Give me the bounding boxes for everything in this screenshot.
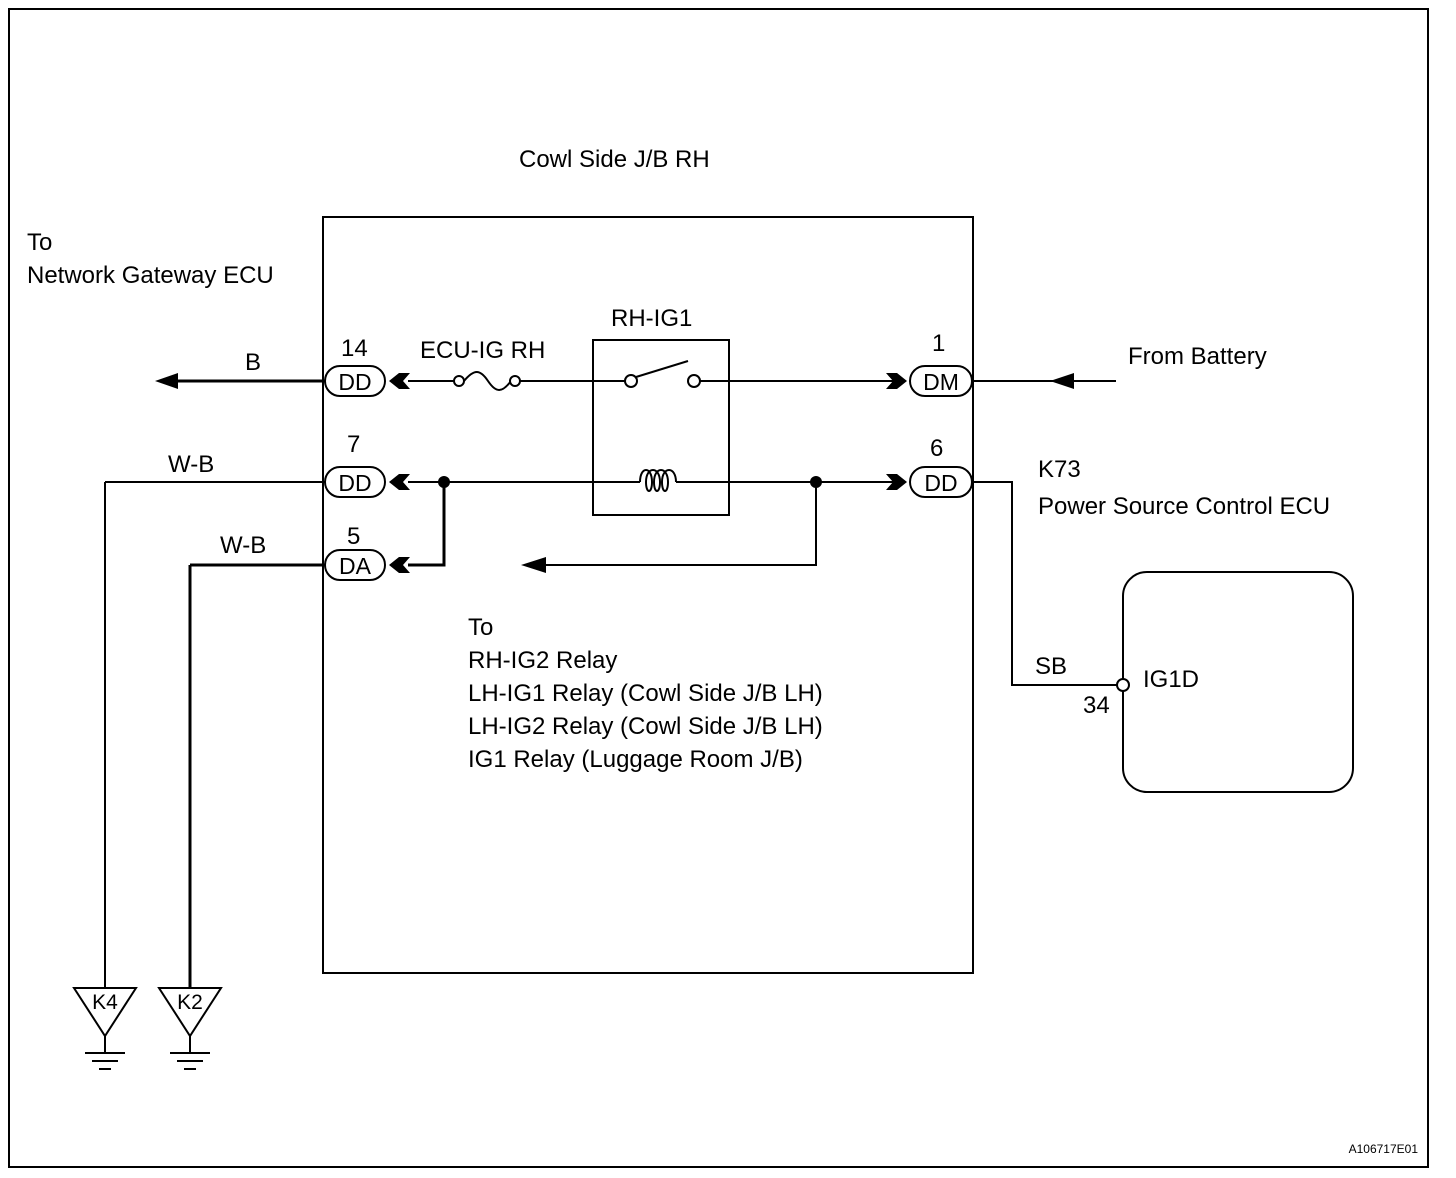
battery-label: From Battery [1128, 343, 1267, 370]
ground-triangle-icon [157, 987, 223, 1038]
relay-contact-left [624, 374, 638, 388]
connector-code-1: DM [923, 369, 959, 395]
relay-target-item: LH-IG1 Relay (Cowl Side J/B LH) [468, 680, 823, 707]
junction-box-title: Cowl Side J/B RH [519, 146, 710, 173]
connector-code-5: DA [339, 553, 372, 579]
ecu-id: K73 [1038, 456, 1081, 483]
pin-1: 1 [932, 330, 945, 357]
ground-label-k4: K4 [92, 991, 118, 1014]
relay-targets-to-label: To [468, 614, 493, 641]
network-gateway-label: Network Gateway ECU [27, 262, 274, 289]
ground-label-k2: K2 [177, 991, 203, 1014]
connector-terminal-icon [886, 373, 907, 389]
wire-relay-branch [546, 482, 817, 566]
connector-da-5 [324, 549, 386, 581]
connector-terminal-icon [886, 474, 907, 490]
connector-terminal-icon [389, 557, 410, 573]
ground-point-k2: K2 [157, 987, 223, 1070]
connector-code-7: DD [338, 470, 371, 496]
connector-code-6: DD [924, 470, 957, 496]
ecu-terminal [1116, 678, 1130, 692]
relay-box [592, 339, 730, 516]
wire-label-sb: SB [1035, 653, 1067, 680]
relay-target-item: LH-IG2 Relay (Cowl Side J/B LH) [468, 713, 823, 740]
wire-sb [972, 481, 1117, 686]
connector-dd-7 [324, 466, 386, 498]
junction-box [322, 216, 974, 974]
ground-triangle-icon [72, 987, 138, 1038]
network-gateway-to-label: To [27, 229, 52, 256]
wire-label-wb-1: W-B [168, 451, 214, 478]
ecu-pin: 34 [1083, 692, 1110, 719]
connector-dd-14 [324, 365, 386, 397]
connector-terminal-icon [389, 373, 410, 389]
wire-label-wb-2: W-B [220, 532, 266, 559]
wire-label-b: B [245, 349, 261, 376]
relay-contact-right [687, 374, 701, 388]
relay-coil-icon [639, 469, 677, 492]
connector-code-14: DD [338, 369, 371, 395]
pin-5: 5 [347, 523, 360, 550]
relay-target-item: RH-IG2 Relay [468, 647, 617, 674]
arrow-left-icon [521, 557, 546, 573]
fuse-terminal-right [509, 375, 521, 387]
figure-code: A106717E01 [1349, 1142, 1419, 1156]
relay-switch-arm [635, 360, 689, 378]
pin-14: 14 [341, 335, 368, 362]
arrow-left-icon [155, 373, 178, 389]
fuse-icon [463, 371, 512, 391]
ecu-name: Power Source Control ECU [1038, 493, 1330, 520]
ground-point-k4: K4 [72, 987, 138, 1070]
pin-7: 7 [347, 431, 360, 458]
outer-frame [8, 8, 1429, 1168]
ecu-terminal-label: IG1D [1143, 666, 1199, 693]
fuse-label: ECU-IG RH [420, 337, 545, 364]
pin-6: 6 [930, 435, 943, 462]
arrow-left-icon [1050, 373, 1074, 389]
connector-terminal-icon [389, 474, 410, 490]
fuse-terminal-left [453, 375, 465, 387]
relay-label: RH-IG1 [611, 305, 692, 332]
relay-target-item: IG1 Relay (Luggage Room J/B) [468, 746, 803, 773]
